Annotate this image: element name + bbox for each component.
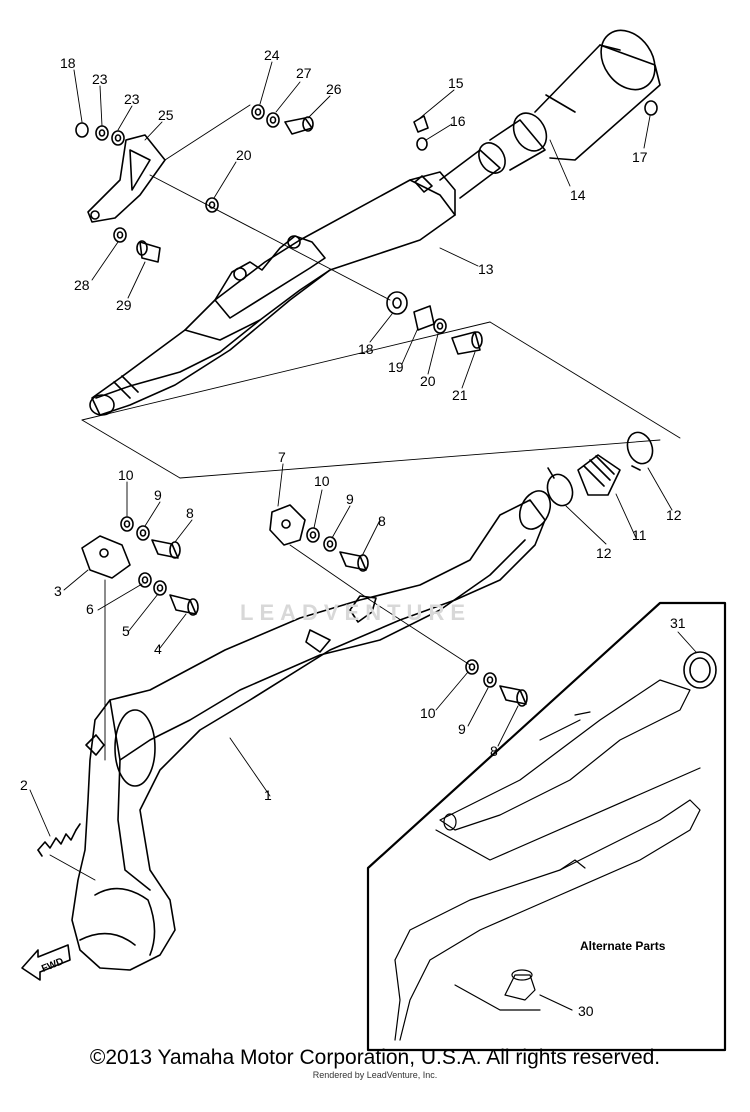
label-7: 7 — [278, 449, 286, 465]
label-8a: 8 — [186, 505, 194, 521]
label-1: 1 — [264, 787, 272, 803]
label-18: 18 — [358, 341, 374, 357]
pipe-guide-lines — [49, 544, 471, 881]
label-12b: 12 — [666, 507, 682, 523]
label-31: 31 — [670, 615, 686, 631]
render-credit: Rendered by LeadVenture, Inc. — [312, 1070, 438, 1080]
label-16: 16 — [450, 113, 466, 129]
spring — [37, 823, 81, 857]
muffler-body — [89, 171, 456, 416]
label-10a: 10 — [118, 467, 134, 483]
label-6: 6 — [86, 601, 94, 617]
label-8b: 8 — [378, 513, 386, 529]
label-27: 27 — [296, 65, 312, 81]
label-10c: 10 — [420, 705, 436, 721]
label-9a: 9 — [154, 487, 162, 503]
fwd-label: FWD — [40, 956, 65, 975]
small-hardware — [75, 100, 717, 689]
leader-lines — [29, 61, 697, 837]
bracket-25 — [87, 134, 166, 223]
bracket-7-hardware — [269, 504, 528, 707]
label-14: 14 — [570, 187, 586, 203]
exhaust-pipe — [71, 490, 552, 971]
inset-frame — [366, 601, 727, 1052]
label-23b: 24 — [264, 47, 280, 63]
label-10b: 10 — [314, 473, 330, 489]
guide-lines — [81, 104, 681, 479]
copyright-notice: ©2013 Yamaha Motor Corporation, U.S.A. A… — [89, 1046, 661, 1069]
label-20b: 20 — [420, 373, 436, 389]
label-2: 2 — [20, 777, 28, 793]
label-11: 11 — [632, 527, 647, 543]
label-19: 19 — [388, 359, 404, 375]
bracket-3-hardware — [81, 516, 199, 616]
inset-title: Alternate Parts — [580, 939, 666, 953]
label-23a: 23 — [124, 91, 140, 107]
label-15: 15 — [448, 75, 464, 91]
part-labels: 18 23 23 25 24 27 26 20 15 16 17 14 13 2… — [20, 47, 686, 1019]
silencer — [439, 29, 661, 199]
watermark: LEADVENTURE — [240, 600, 472, 625]
label-3: 3 — [54, 583, 62, 599]
label-17: 17 — [632, 149, 648, 165]
label-20a: 20 — [236, 147, 252, 163]
label-29: 29 — [116, 297, 132, 313]
label-30: 30 — [578, 1003, 594, 1019]
inset-drawing — [394, 679, 701, 1041]
label-13: 13 — [478, 261, 494, 277]
label-28: 28 — [74, 277, 90, 293]
label-9c: 9 — [458, 721, 466, 737]
label-26: 26 — [326, 81, 342, 97]
label-9b: 9 — [346, 491, 354, 507]
label-22: 23 — [92, 71, 108, 87]
label-8c: 8 — [490, 743, 498, 759]
label-25: 25 — [158, 107, 174, 123]
label-4: 4 — [154, 641, 162, 657]
label-12a: 12 — [596, 545, 612, 561]
fwd-arrow — [21, 944, 71, 981]
joint-and-clamps — [546, 431, 654, 507]
label-5: 5 — [122, 623, 130, 639]
label-24: 18 — [60, 55, 76, 71]
label-21: 21 — [452, 387, 468, 403]
